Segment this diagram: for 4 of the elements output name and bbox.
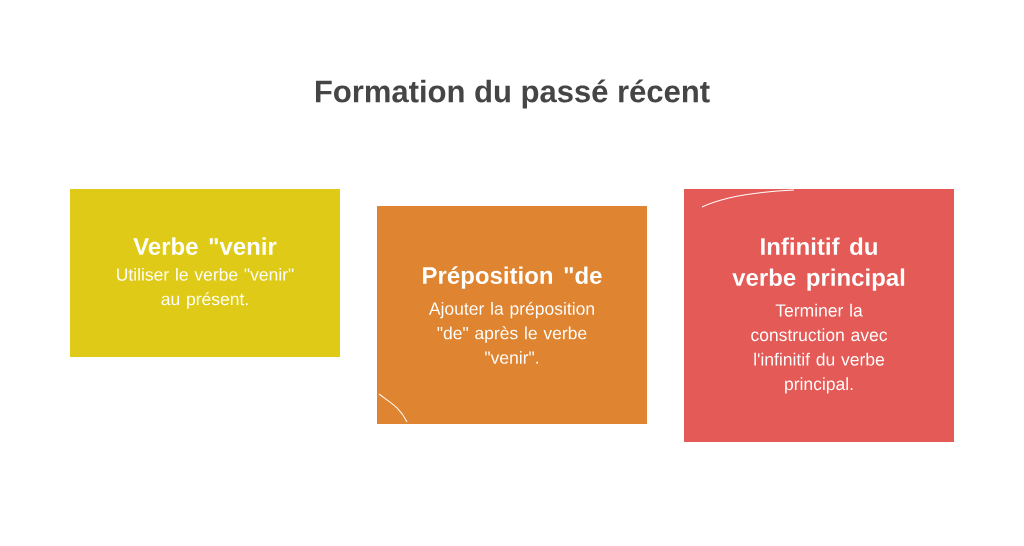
note-card: Infinitif du verbe principal Terminer la construction avec l'infinitif du verbe principal. [684, 189, 954, 442]
note-card: Préposition "de Ajouter la préposition "de" après le verbe "venir". [377, 206, 647, 424]
note-card: Verbe "venir Utiliser le verbe "venir" au présent. [70, 189, 340, 357]
title: Formation du passé récent [315, 79, 710, 109]
